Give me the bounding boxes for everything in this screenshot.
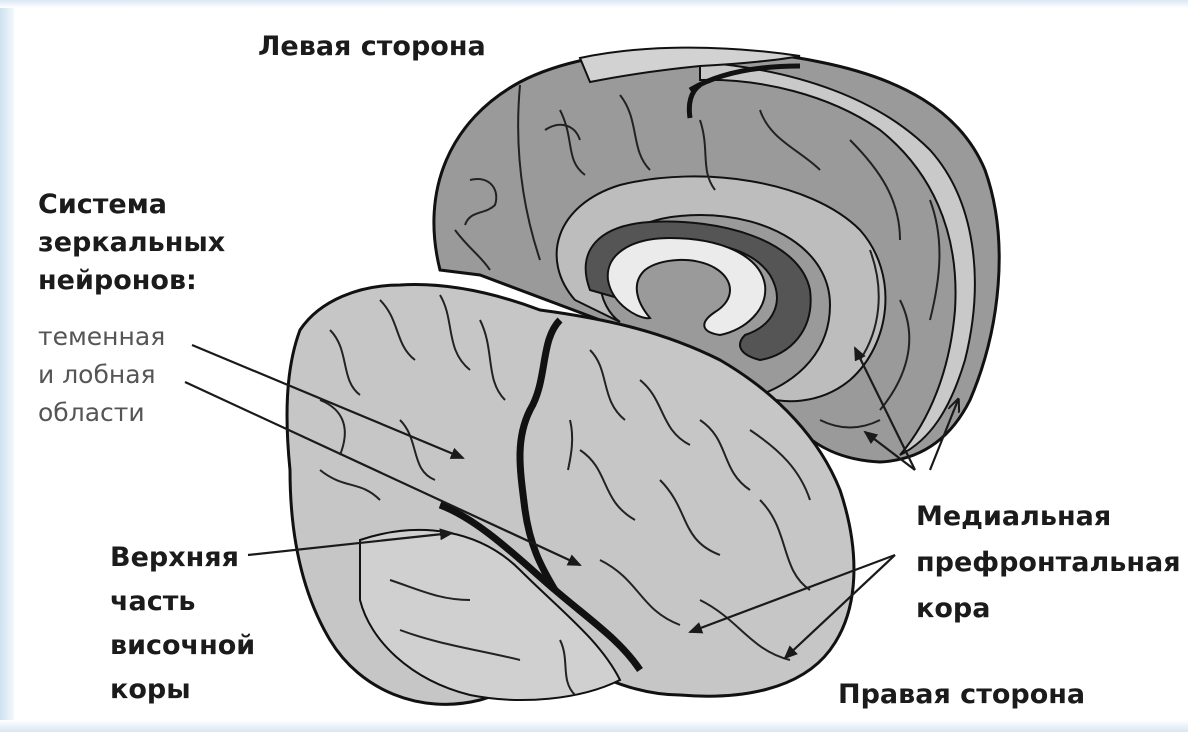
mirror-neuron-system-label: Система зеркальных нейронов: <box>38 186 225 300</box>
superior-temporal-label: Верхняя часть височной коры <box>110 536 255 712</box>
temporal-line-3: височной <box>110 624 255 668</box>
right-side-label: Правая сторона <box>838 676 1085 714</box>
mirror-line-2: зеркальных <box>38 224 225 262</box>
mirror-regions-label: теменная и лобная области <box>38 318 165 432</box>
prefrontal-line-1: Медиальная <box>916 494 1181 540</box>
prefrontal-line-2: префронтальная <box>916 540 1181 586</box>
temporal-line-2: часть <box>110 580 255 624</box>
temporal-line-4: коры <box>110 668 255 712</box>
mirror-line-1: Система <box>38 186 225 224</box>
mirror-detail-1: теменная <box>38 318 165 356</box>
medial-prefrontal-label: Медиальная префронтальная кора <box>916 494 1181 632</box>
mirror-line-3: нейронов: <box>38 262 225 300</box>
prefrontal-line-3: кора <box>916 586 1181 632</box>
left-side-label: Левая сторона <box>258 28 486 66</box>
mirror-detail-2: и лобная <box>38 356 165 394</box>
temporal-line-1: Верхняя <box>110 536 255 580</box>
mirror-detail-3: области <box>38 394 165 432</box>
